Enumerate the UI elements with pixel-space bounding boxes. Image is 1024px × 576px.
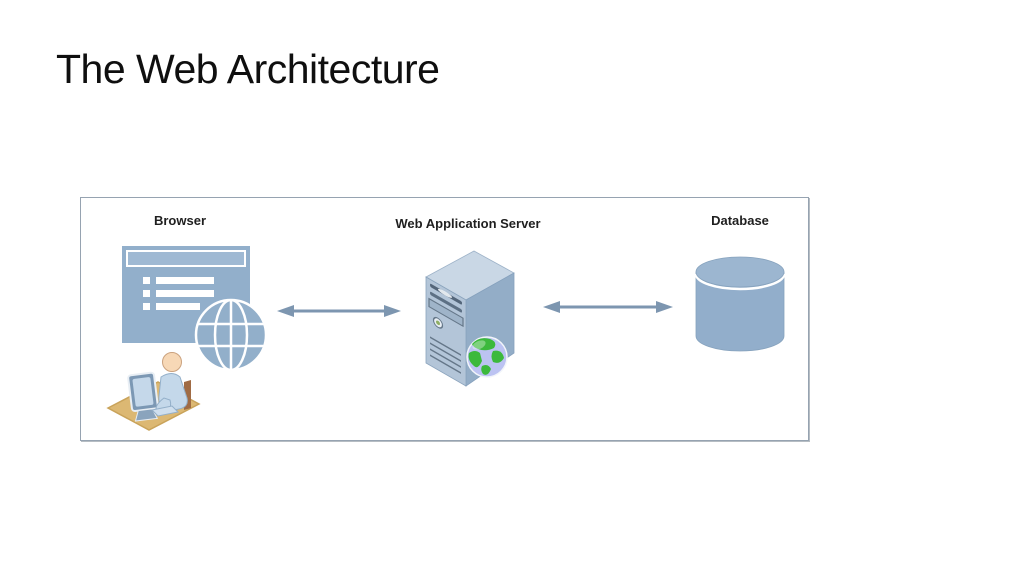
browser-label: Browser [153, 213, 207, 228]
internet-globe-icon [466, 336, 508, 378]
browser-window-icon [122, 246, 250, 343]
database-label: Database [711, 213, 769, 228]
arrow-server-database [543, 301, 673, 313]
slide-title: The Web Architecture [56, 46, 440, 92]
arrow-browser-server [277, 305, 401, 317]
user-at-computer-icon [106, 352, 201, 431]
globe-wireframe-icon [194, 298, 268, 372]
web-application-server-label: Web Application Server [395, 216, 541, 231]
database-cylinder-icon [695, 256, 785, 352]
architecture-diagram: Browser Web Application Server Database [80, 197, 809, 441]
